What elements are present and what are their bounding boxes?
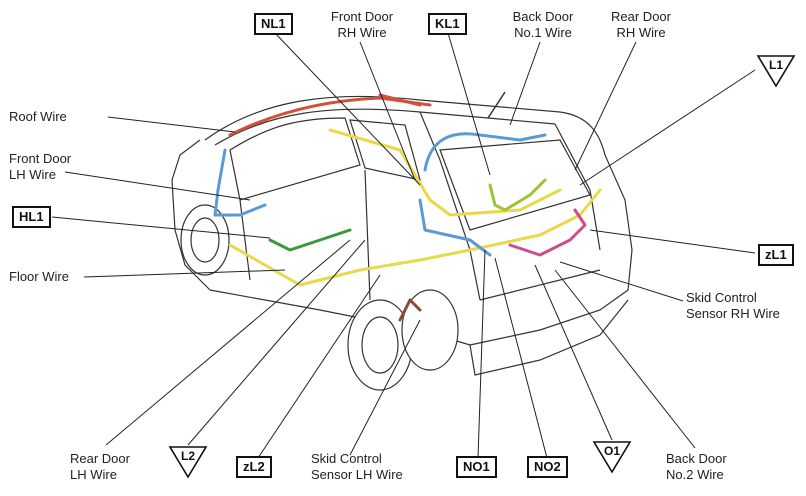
harnesses bbox=[213, 93, 602, 322]
rear-door-lh-harness bbox=[268, 228, 352, 252]
cargo-harness bbox=[328, 128, 562, 217]
connector-kl1: KL1 bbox=[428, 13, 467, 35]
front-door-lh-harness bbox=[213, 148, 267, 217]
connector-zl2: zL2 bbox=[236, 456, 272, 478]
label-front-door-rh-2: RH Wire bbox=[337, 25, 387, 40]
label-roof-wire: Roof Wire bbox=[9, 109, 67, 124]
leader-lines bbox=[51, 32, 756, 459]
antenna bbox=[487, 91, 506, 119]
connector-zl1: zL1 bbox=[758, 244, 794, 266]
label-skid-lh-2: Sensor LH Wire bbox=[311, 467, 403, 482]
wheels bbox=[180, 204, 459, 391]
label-front-door-lh-1: Front Door bbox=[9, 151, 72, 166]
label-back-door-no1-1: Back Door bbox=[512, 9, 574, 24]
front-door-rh-harness bbox=[378, 93, 422, 107]
connector-no2: NO2 bbox=[527, 456, 568, 478]
back-door-no2-harness bbox=[508, 208, 587, 257]
skid-lh-harness bbox=[398, 298, 422, 322]
back-door-no1-harness bbox=[488, 178, 547, 212]
blue-harness bbox=[418, 132, 547, 257]
connector-no1: NO1 bbox=[456, 456, 497, 478]
label-rear-door-lh-2: LH Wire bbox=[70, 467, 117, 482]
triangle-l2: L2 bbox=[168, 445, 208, 479]
connector-hl1: HL1 bbox=[12, 206, 51, 228]
connector-nl1: NL1 bbox=[254, 13, 293, 35]
triangle-l1: L1 bbox=[756, 54, 796, 88]
label-rear-door-lh-1: Rear Door bbox=[70, 451, 130, 466]
label-front-door-rh-1: Front Door bbox=[330, 9, 394, 24]
triangle-l2-label: L2 bbox=[180, 449, 195, 463]
label-back-door-no2-2: No.2 Wire bbox=[666, 467, 724, 482]
floor-harness bbox=[228, 188, 602, 287]
label-skid-rh-1: Skid Control bbox=[686, 290, 757, 305]
label-rear-door-rh-1: Rear Door bbox=[611, 9, 671, 24]
triangle-l1-label: L1 bbox=[768, 58, 783, 72]
label-skid-lh-1: Skid Control bbox=[311, 451, 382, 466]
label-front-door-lh-2: LH Wire bbox=[9, 167, 56, 182]
roof-harness bbox=[228, 96, 432, 137]
label-floor-wire: Floor Wire bbox=[9, 269, 69, 284]
label-skid-rh-2: Sensor RH Wire bbox=[686, 306, 780, 321]
label-rear-door-rh-2: RH Wire bbox=[616, 25, 666, 40]
triangle-o1: O1 bbox=[592, 440, 632, 474]
label-back-door-no2-1: Back Door bbox=[666, 451, 727, 466]
label-back-door-no1-2: No.1 Wire bbox=[514, 25, 572, 40]
triangle-o1-label: O1 bbox=[603, 444, 620, 458]
